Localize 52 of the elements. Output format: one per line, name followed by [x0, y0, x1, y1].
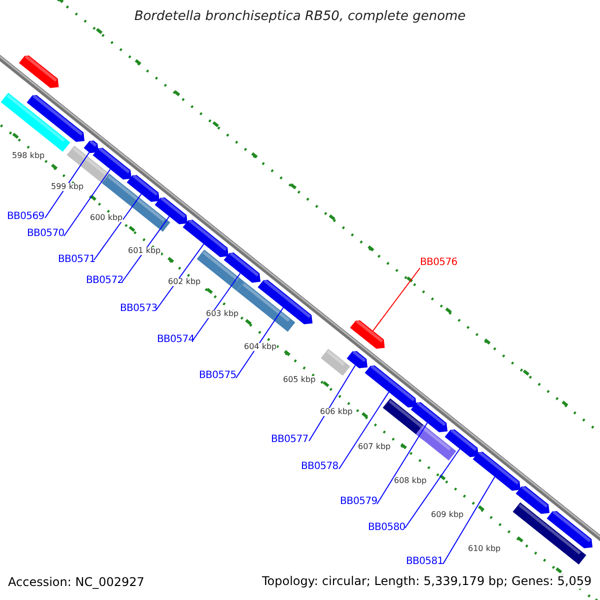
- scale-label: 607 kbp: [358, 443, 391, 451]
- gene-feature: [444, 428, 478, 458]
- gene-feature: [410, 402, 448, 432]
- gene-feature: [346, 350, 368, 368]
- gene-label: BB0574: [157, 335, 194, 345]
- gene-label: BB0569: [7, 212, 44, 222]
- gene-feature: [224, 252, 260, 283]
- gene-feature: [546, 510, 592, 548]
- leader-line: [376, 422, 428, 504]
- map-title: Bordetella bronchiseptica RB50, complete genome: [133, 10, 467, 23]
- scale-label: 603 kbp: [206, 310, 239, 318]
- gene-feature: [472, 451, 520, 491]
- gene-feature: [350, 320, 385, 349]
- scale-label: 610 kbp: [468, 545, 501, 553]
- leader-line: [156, 244, 204, 310]
- gene-label: BB0576: [420, 258, 458, 268]
- gene-label: BB0572: [86, 276, 124, 286]
- leader-line: [404, 448, 460, 528]
- gene-feature: [258, 279, 312, 324]
- gene-label: BB0577: [271, 435, 308, 445]
- scale-label: 605 kbp: [283, 376, 316, 384]
- gene-feature: [26, 94, 84, 142]
- leader-line: [236, 307, 284, 378]
- gene-label: BB0570: [27, 229, 64, 239]
- scale-label: 608 kbp: [394, 477, 427, 485]
- gene-feature: [182, 219, 228, 258]
- scale-label: 602 kbp: [168, 278, 201, 286]
- gene-label: BB0580: [368, 523, 406, 533]
- gene-label: BB0581: [406, 557, 444, 567]
- gene-feature: [154, 196, 188, 224]
- gene-feature: [516, 486, 550, 514]
- gene-feature: [92, 147, 132, 180]
- leader-line: [338, 392, 390, 470]
- leader-line: [308, 364, 356, 442]
- leader-line: [122, 216, 170, 282]
- gene-label: BB0579: [340, 497, 378, 507]
- leader-line: [372, 268, 420, 332]
- gene-feature: [19, 55, 59, 88]
- leader-line: [442, 476, 496, 564]
- gene-feature: [126, 174, 160, 202]
- gene-feature: [364, 364, 416, 408]
- accession-text: Accession: NC_002927: [8, 576, 144, 588]
- gene-label: BB0571: [58, 255, 96, 265]
- leader-line: [64, 168, 111, 236]
- gene-feature: [84, 140, 98, 154]
- leader-line: [192, 272, 241, 340]
- gene-label: BB0575: [199, 371, 236, 381]
- leader-line: [94, 194, 142, 260]
- scale-label: 601 kbp: [128, 247, 161, 255]
- gene-label: BB0573: [120, 304, 158, 314]
- leader-line: [44, 152, 90, 218]
- gene-label: BB0578: [301, 462, 338, 472]
